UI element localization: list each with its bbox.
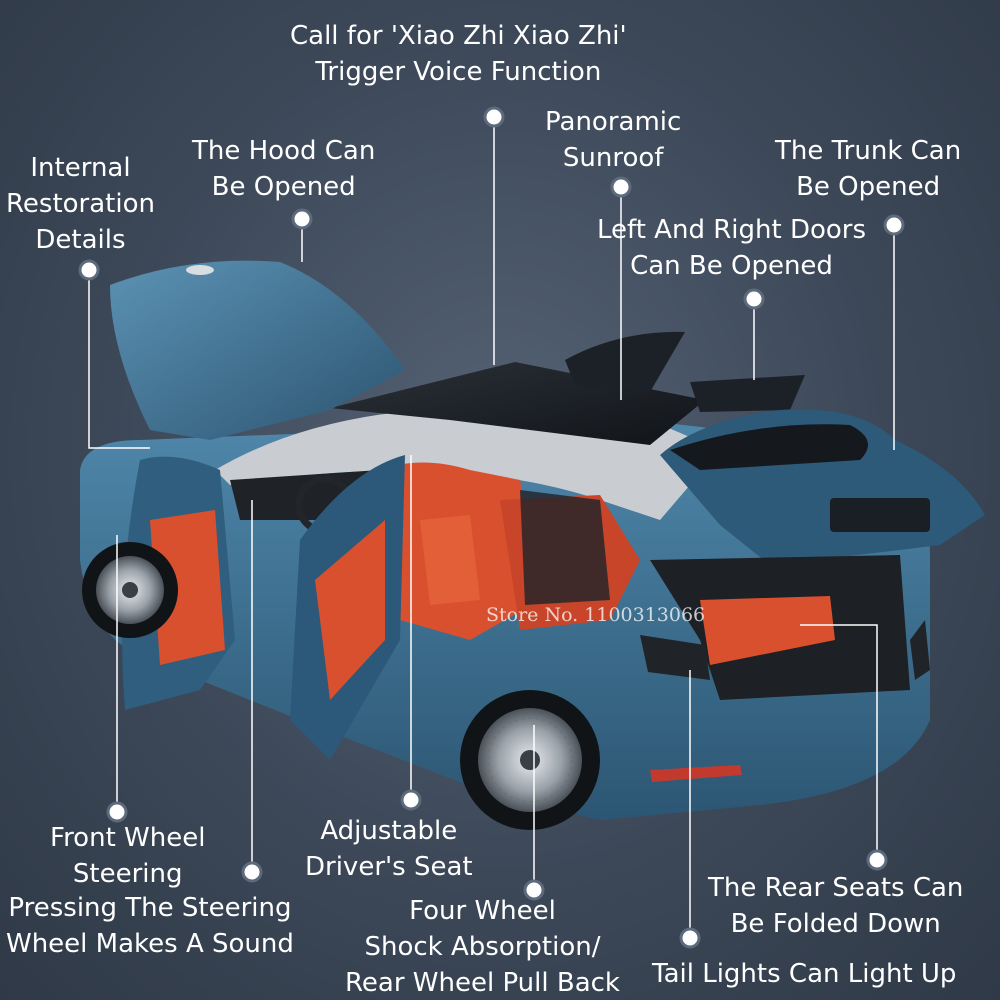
front-wheel — [82, 542, 178, 638]
callout-doors: Left And Right Doors Can Be Opened — [597, 215, 867, 281]
dot-rear-seats — [866, 849, 888, 871]
dot-shock — [523, 879, 545, 901]
callout-front-wheel: Front Wheel Steering — [50, 823, 206, 889]
tail-light — [640, 635, 710, 680]
open-hood — [110, 260, 405, 440]
callout-sunroof: Panoramic Sunroof — [545, 107, 682, 173]
rear-wheel — [460, 690, 600, 830]
callout-rear-seats: The Rear Seats Can Be Folded Down — [708, 873, 964, 939]
dot-interior — [78, 259, 100, 281]
dot-seat — [400, 789, 422, 811]
dot-hood — [291, 208, 313, 230]
dot-tail-lights — [679, 927, 701, 949]
callout-dots — [78, 106, 905, 949]
dot-front-wheel — [106, 801, 128, 823]
dot-sunroof — [610, 176, 632, 198]
callout-steering-sound: Pressing The Steering Wheel Makes A Soun… — [6, 893, 294, 959]
dot-steering — [241, 861, 263, 883]
dot-trunk — [883, 214, 905, 236]
open-door-top-left — [565, 331, 685, 392]
callout-trunk: The Trunk Can Be Opened — [775, 136, 962, 202]
callout-interior: Internal Restoration Details — [6, 153, 155, 255]
callout-tail-lights: Tail Lights Can Light Up — [652, 959, 957, 989]
open-door-top-right — [690, 375, 805, 412]
callout-lines — [88, 117, 895, 938]
store-watermark: Store No. 1100313066 — [486, 604, 706, 626]
callout-voice: Call for 'Xiao Zhi Xiao Zhi' Trigger Voi… — [290, 21, 627, 87]
dot-doors — [743, 288, 765, 310]
callout-shock: Four Wheel Shock Absorption/ Rear Wheel … — [345, 896, 620, 998]
dot-voice — [483, 106, 505, 128]
callout-seat: Adjustable Driver's Seat — [305, 816, 473, 882]
callout-hood: The Hood Can Be Opened — [192, 136, 376, 202]
